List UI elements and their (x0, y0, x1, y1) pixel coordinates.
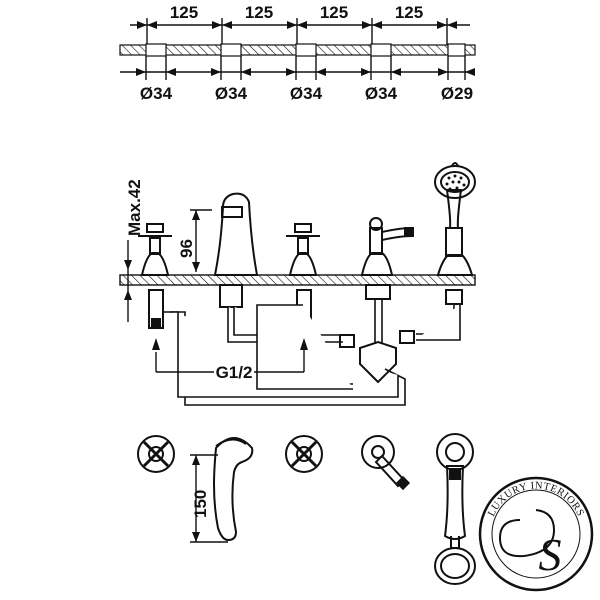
hole-5 (447, 43, 466, 57)
diameter-label-1: Ø34 (140, 84, 173, 103)
lever-top-view (361, 435, 411, 491)
diameter-label-3: Ø34 (290, 84, 323, 103)
cross-handle-top-right (285, 435, 323, 473)
diameter-label-5: Ø29 (441, 84, 473, 103)
hole-3 (295, 43, 317, 57)
hole-4 (370, 43, 392, 57)
handle-length-label: 150 (191, 490, 210, 518)
hole-1 (145, 43, 167, 57)
spout-height-dimension: 96 (177, 209, 212, 272)
cross-handle-top-left (137, 435, 175, 473)
max-height-label: Max.42 (125, 179, 144, 236)
spout-height-label: 96 (177, 239, 196, 258)
hand-shower-top-view (434, 433, 476, 585)
deck-plan-strip (119, 43, 476, 57)
hole-2 (220, 43, 242, 57)
spacing-label-3: 125 (320, 3, 348, 22)
spacing-label-1: 125 (170, 3, 198, 22)
top-spacing-dimensions: 125 125 125 125 (130, 3, 470, 45)
logo-monogram: S (539, 529, 562, 580)
arrow (137, 21, 147, 29)
lever-diverter (360, 217, 414, 300)
luxury-interiors-logo: LUXURY INTERIORS S (478, 476, 594, 592)
diameter-label-2: Ø34 (215, 84, 248, 103)
connection-callout: G1/2 (152, 338, 308, 382)
spout-top-view (212, 437, 254, 542)
max-height-dimension: Max.42 (124, 179, 144, 322)
connection-label: G1/2 (216, 363, 253, 382)
diameter-dimensions: Ø34 Ø34 Ø34 Ø34 Ø29 (120, 56, 475, 103)
spacing-label-2: 125 (245, 3, 273, 22)
deck-section (119, 274, 476, 286)
handle-length-dimension: 150 (190, 454, 228, 543)
spacing-label-4: 125 (395, 3, 423, 22)
diameter-label-4: Ø34 (365, 84, 398, 103)
spout (213, 192, 259, 308)
cross-handle-valve-left (138, 223, 172, 329)
hand-shower-elevation (434, 162, 476, 305)
